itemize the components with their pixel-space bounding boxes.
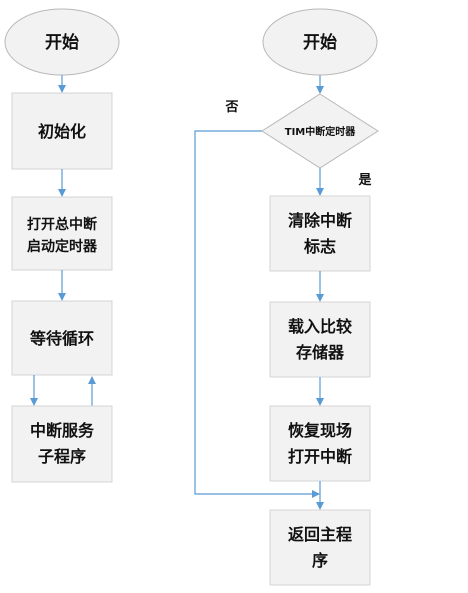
service-label-line2: 子程序 — [38, 447, 86, 466]
return-main-node: 返回主程 序 — [269, 509, 371, 586]
enable-label-line2: 启动定时器 — [27, 238, 98, 255]
return-label-line2: 序 — [312, 551, 328, 570]
load-compare-node: 载入比较 存储器 — [269, 301, 371, 378]
no-branch-connector — [194, 130, 320, 498]
clear-label-line1: 清除中断 — [288, 211, 352, 230]
service-label-line1: 中断服务 — [30, 421, 95, 440]
return-label-line1: 返回主程 — [288, 525, 352, 544]
right-start-node: 开始 — [262, 8, 378, 76]
clear-label-line2: 标志 — [303, 237, 336, 256]
restore-context-node: 恢复现场 打开中断 — [269, 405, 371, 482]
load-label-line2: 存储器 — [296, 343, 345, 362]
wait-label: 等待循环 — [29, 329, 94, 348]
decision-label: TIM中断定时器 — [285, 125, 356, 138]
left-start-node: 开始 — [4, 8, 120, 76]
interrupt-service-node: 中断服务 子程序 — [11, 405, 113, 483]
clear-flag-node: 清除中断 标志 — [269, 195, 371, 272]
init-label: 初始化 — [38, 122, 86, 141]
load-label-line1: 载入比较 — [288, 317, 352, 336]
enable-interrupt-node: 打开总中断 启动定时器 — [11, 196, 113, 271]
restore-label-line2: 打开中断 — [288, 447, 352, 466]
right-start-label: 开始 — [303, 32, 337, 53]
left-start-label: 开始 — [45, 32, 79, 53]
restore-label-line1: 恢复现场 — [288, 421, 352, 440]
enable-label-line1: 打开总中断 — [27, 216, 97, 233]
decision-node: TIM中断定时器 — [261, 93, 379, 169]
no-label: 否 — [224, 100, 238, 115]
init-node: 初始化 — [11, 92, 113, 170]
wait-loop-node: 等待循环 — [11, 300, 113, 376]
yes-label: 是 — [357, 173, 372, 188]
